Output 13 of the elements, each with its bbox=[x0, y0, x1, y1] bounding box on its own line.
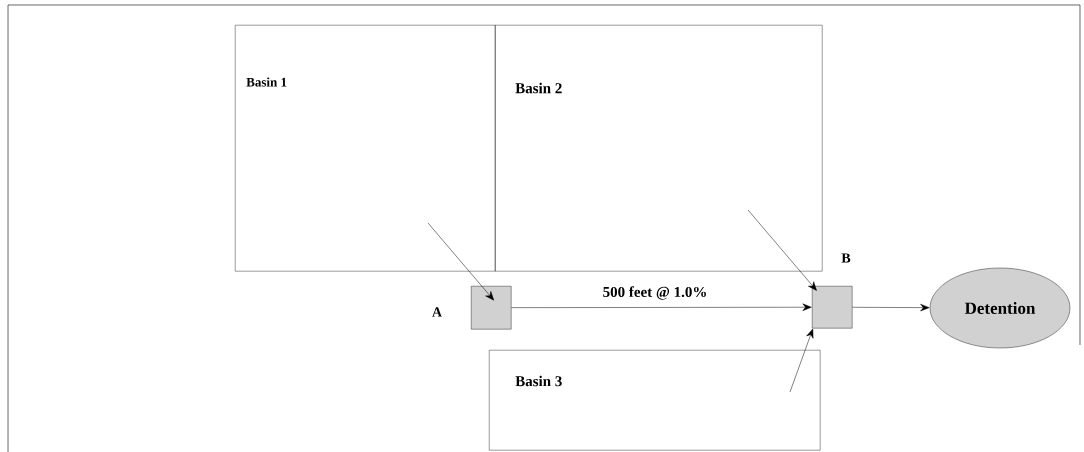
edge-label: 500 feet @ 1.0% bbox=[601, 285, 709, 301]
arrow bbox=[789, 328, 814, 393]
inlet-label: B bbox=[841, 253, 851, 263]
arrow bbox=[427, 222, 494, 301]
arrow bbox=[747, 209, 817, 291]
arrow bbox=[852, 303, 930, 312]
inlet-box bbox=[471, 286, 512, 330]
basin-box: Basin 2 bbox=[495, 25, 823, 272]
inlet-box bbox=[812, 286, 853, 329]
basin-box: Basin 3 bbox=[489, 350, 821, 451]
inlet-label: A bbox=[432, 307, 442, 317]
arrow bbox=[511, 303, 812, 311]
basin-box: Basin 1 bbox=[235, 25, 496, 272]
